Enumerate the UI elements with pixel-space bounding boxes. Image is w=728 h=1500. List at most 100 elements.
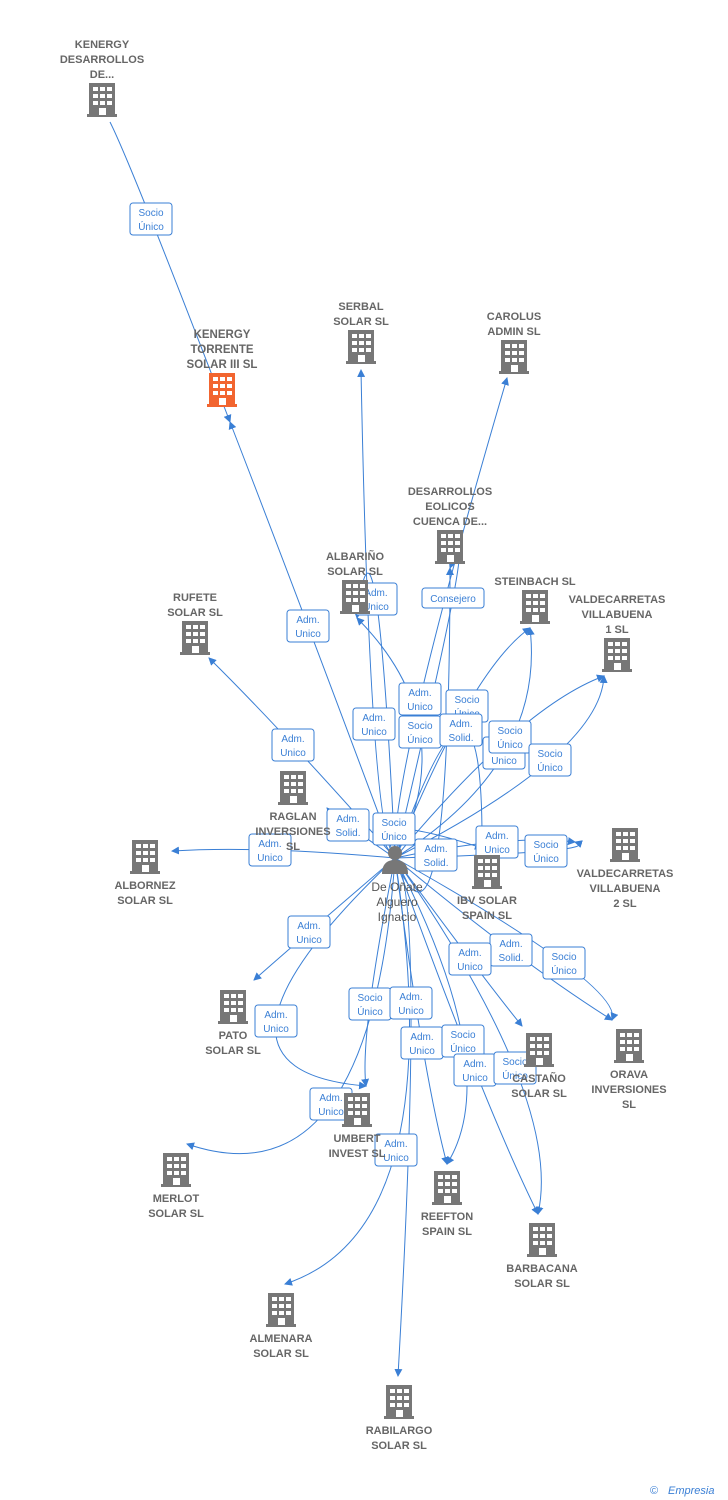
company-label: SOLAR SL [117,895,173,907]
relation-badge-text: Unico [295,629,321,640]
relation-badge[interactable]: Adm.Solid. [439,713,483,747]
relation-badge[interactable]: Adm. Unico [286,609,330,643]
company-label: CAROLUS [487,311,541,323]
person-label: Alguero [376,895,418,909]
company-label: SOLAR SL [511,1088,567,1100]
company-label: SPAIN SL [462,910,512,922]
relation-badge-text: Adm. [408,688,431,699]
relation-badge-text: Unico [409,1046,435,1057]
relation-badge[interactable]: Adm.Unico [287,915,331,949]
relation-badge-text: Socio [502,1057,527,1068]
relation-badge[interactable]: Adm.Unico [448,942,492,976]
relation-badge[interactable]: Adm.Unico [248,833,292,867]
company-label: SOLAR SL [327,566,383,578]
relation-badge-text: Único [450,1042,476,1055]
relation-badge[interactable]: Adm.Unico [389,986,433,1020]
company-label: RAGLAN [269,811,316,823]
company-node-desarrollos_eol[interactable]: DESARROLLOS EOLICOS CUENCA DE... [408,486,492,564]
company-label: ALMENARA [250,1333,313,1345]
relation-badge-text: Adm. [297,921,320,932]
relation-badge[interactable]: Consejero [421,587,485,609]
relation-badge-text: Adm. [319,1093,342,1104]
company-label: SOLAR SL [333,316,389,328]
building-icon [340,580,370,614]
company-label: DESARROLLOS [408,486,492,498]
relation-badge-text: Unico [398,1006,424,1017]
relation-badge[interactable]: Adm.Unico [453,1053,497,1087]
relation-badge[interactable]: Adm.Unico [271,728,315,762]
relation-badge-text: Adm. [410,1032,433,1043]
relation-badge[interactable]: Adm.Unico [398,682,442,716]
relation-badge-text: Socio [381,818,406,829]
company-label: SOLAR SL [253,1348,309,1360]
relation-badge-text: Único [533,852,559,865]
relation-badge-text: Solid. [448,733,473,744]
relation-badge-text: Adm. [336,814,359,825]
relation-badge[interactable]: Adm.Unico [475,825,519,859]
relation-badge-text: Adm. [264,1010,287,1021]
company-node-almenara[interactable]: ALMENARA SOLAR SL [250,1293,313,1360]
company-node-steinbach[interactable]: STEINBACH SL [494,576,576,624]
relation-badge-text: Único [138,220,164,233]
company-node-barbacana[interactable]: BARBACANA SOLAR SL [506,1223,578,1290]
relation-badge-text: Único [551,964,577,977]
company-label: SOLAR SL [514,1278,570,1290]
company-label: ALBARIÑO [326,550,384,563]
building-icon [527,1223,557,1257]
relation-badge[interactable]: Adm.Unico [352,707,396,741]
relation-badge[interactable]: Adm.Unico [374,1133,418,1167]
company-node-kenergy_des[interactable]: KENERGYDESARROLLOSDE... [60,39,144,117]
company-label: BARBACANA [506,1263,578,1275]
relation-badge-text: Adm. [424,844,447,855]
company-label: KENERGY [194,329,251,341]
company-label: CUENCA DE... [413,516,487,528]
relation-badge-text: Unico [280,748,306,759]
relation-badge[interactable]: Adm.Solid. [414,838,458,872]
relation-badge-text: Socio [454,695,479,706]
building-icon [342,1093,372,1127]
relation-badge[interactable]: Adm.Unico [254,1004,298,1038]
footer: © Empresia [650,1485,714,1497]
company-label: EOLICOS [425,501,475,513]
relation-badge-text: Socio [357,993,382,1004]
company-label: 2 SL [613,898,637,910]
relation-badge-text: Adm. [296,615,319,626]
company-label: ORAVA [610,1069,648,1081]
relation-badge[interactable]: Adm.Solid. [489,933,533,967]
relation-badge[interactable]: Adm. Unico [400,1026,444,1060]
relation-badge-text: Socio [497,726,522,737]
brand-logo-text[interactable]: Empresia [668,1485,714,1497]
relation-badge-text: Unico [318,1107,344,1118]
company-label: INVERSIONES [591,1084,666,1096]
relation-badge[interactable]: Adm.Solid. [326,808,370,842]
company-node-albarino[interactable]: ALBARIÑO SOLAR SL [326,550,384,614]
relation-badge-text: Consejero [430,594,476,605]
